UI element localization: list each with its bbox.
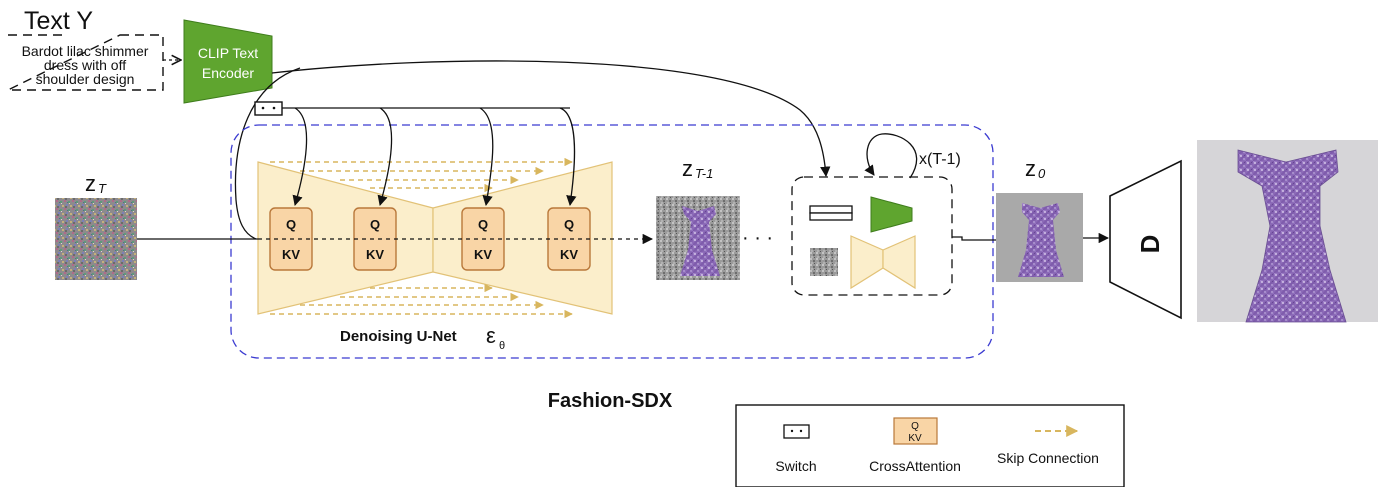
legend-crossattention-label: CrossAttention bbox=[869, 458, 961, 474]
legend-q: Q bbox=[911, 421, 919, 432]
ellipsis: · · · bbox=[742, 227, 773, 249]
attention-block: Q KV bbox=[547, 207, 591, 271]
attn-kv: KV bbox=[474, 247, 492, 262]
prompt-line-1: Bardot lilac shimmer bbox=[22, 43, 149, 59]
cond-to-attn-3 bbox=[479, 107, 494, 207]
system-title: Fashion-SDX bbox=[548, 390, 673, 412]
zt1-label-z: z bbox=[682, 156, 693, 181]
attn-kv: KV bbox=[560, 247, 578, 262]
cond-to-attn-2 bbox=[377, 107, 393, 207]
decoder-block bbox=[1109, 159, 1182, 320]
attn-q: Q bbox=[478, 217, 488, 232]
encoder-label-2: Encoder bbox=[202, 65, 254, 81]
legend-switch-dot-left bbox=[790, 429, 794, 433]
loop-count-label: x(T-1) bbox=[919, 151, 961, 168]
mini-switch-icon-lower bbox=[809, 212, 853, 221]
switch-icon bbox=[254, 101, 283, 116]
zt1-dress bbox=[680, 206, 720, 276]
legend-crossattention-icon bbox=[893, 417, 938, 445]
prompt-line-3: shoulder design bbox=[36, 71, 135, 87]
attn-q: Q bbox=[370, 217, 380, 232]
skip-connections bbox=[270, 157, 573, 319]
legend-skip-label: Skip Connection bbox=[997, 450, 1099, 466]
z0-dress bbox=[1018, 203, 1064, 277]
attention-block: Q KV bbox=[353, 207, 397, 271]
output-dress bbox=[1237, 149, 1347, 323]
clip-text-encoder bbox=[183, 19, 273, 104]
zt-noise-image bbox=[55, 198, 137, 280]
cond-to-attn-4 bbox=[559, 107, 577, 207]
mini-encoder-icon bbox=[870, 196, 913, 233]
prompt-line-2: dress with off bbox=[44, 57, 126, 73]
text-y-title: Text Y bbox=[24, 7, 93, 35]
encoder-label-1: CLIP Text bbox=[198, 45, 258, 61]
legend-switch-dot-right bbox=[799, 429, 803, 433]
switch-dot-left bbox=[261, 106, 265, 110]
zt1-label-sub: T-1 bbox=[695, 166, 713, 181]
decoder-label: D bbox=[1135, 235, 1165, 254]
unet-label: Denoising U-Net bbox=[340, 328, 457, 345]
mini-switch-icon bbox=[809, 205, 853, 214]
legend-switch-label: Switch bbox=[775, 458, 816, 474]
encoder-to-unet-curve bbox=[234, 67, 301, 240]
mini-unet-right bbox=[882, 235, 916, 290]
legend-box bbox=[735, 404, 1125, 487]
attn-kv: KV bbox=[366, 247, 384, 262]
legend-switch-icon bbox=[783, 424, 810, 439]
attn-kv: KV bbox=[282, 247, 300, 262]
attn-q: Q bbox=[286, 217, 296, 232]
fashion-sdx-frame bbox=[230, 124, 994, 359]
mini-noise-icon bbox=[810, 248, 838, 276]
attn-q: Q bbox=[564, 217, 574, 232]
text-input-box bbox=[7, 34, 164, 91]
encoder-to-loop-arrow bbox=[271, 60, 831, 178]
switch-dot-right bbox=[272, 106, 276, 110]
epsilon-symbol: ε bbox=[486, 323, 496, 348]
iteration-loop-box bbox=[791, 176, 953, 296]
zt-label-z: z bbox=[85, 171, 96, 196]
zt-label-sub: T bbox=[98, 181, 107, 196]
loop-self-arrow bbox=[864, 133, 918, 179]
z0-label-z: z bbox=[1025, 156, 1036, 181]
legend-kv: KV bbox=[908, 433, 922, 444]
z0-label-sub: 0 bbox=[1038, 166, 1046, 181]
theta-subscript: θ bbox=[499, 340, 505, 352]
loop-to-z0-line bbox=[952, 236, 996, 241]
cond-to-attn-1 bbox=[292, 107, 308, 207]
